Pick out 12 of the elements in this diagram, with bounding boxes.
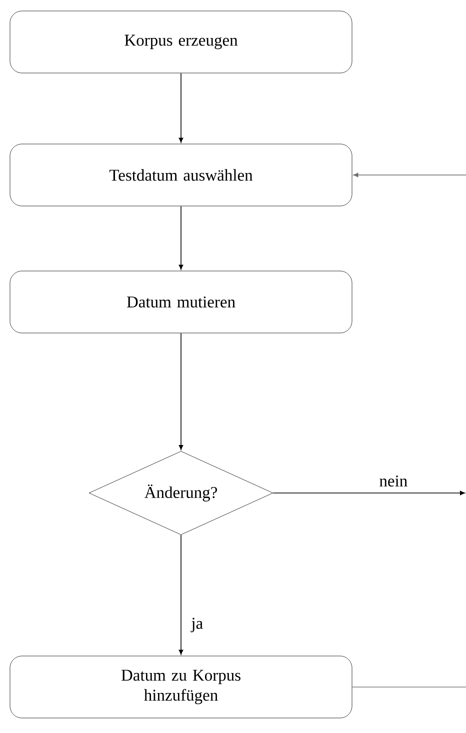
arrow	[178, 332, 184, 450]
arrow	[353, 172, 466, 178]
arrow	[178, 72, 184, 143]
process-box: Datum mutieren	[10, 270, 352, 334]
process-box: Testdatum auswählen	[10, 144, 352, 206]
edge-label: nein	[380, 475, 408, 487]
edge-label: ja	[190, 618, 203, 632]
arrow	[178, 534, 184, 655]
arrow	[178, 206, 184, 270]
process-box: Korpus erzeugen	[10, 10, 352, 74]
arrow	[272, 490, 465, 496]
process-box: Datum zu Korpus hinzufügen	[10, 656, 352, 718]
